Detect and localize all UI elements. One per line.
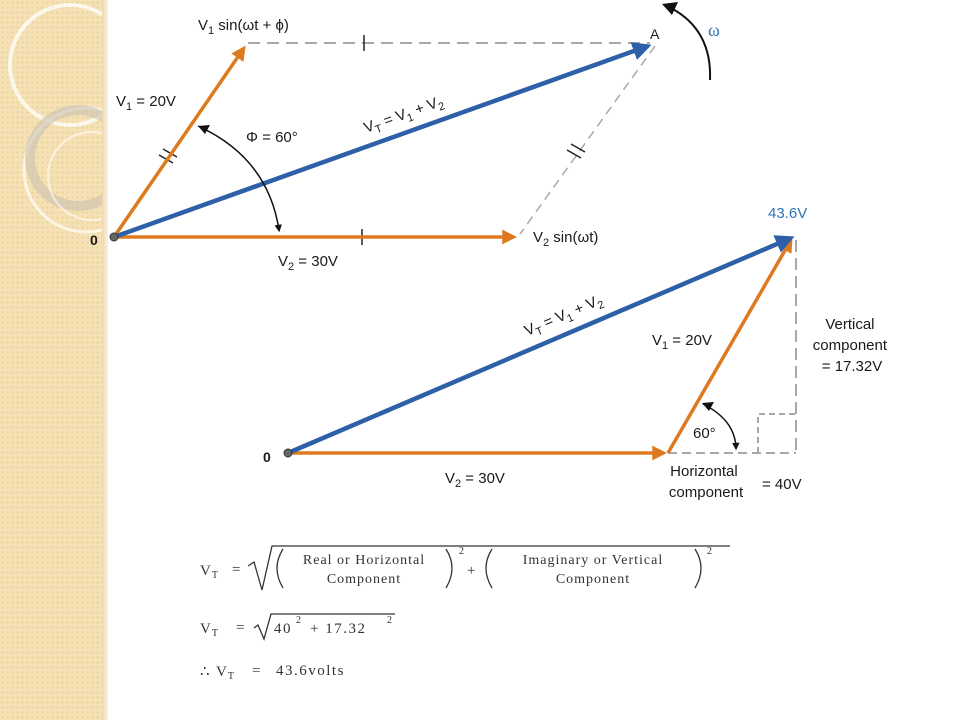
bottom-v1-vector	[666, 237, 793, 454]
f1-paren-left-1	[276, 548, 284, 589]
f1-exponent-2: 2	[707, 546, 712, 557]
right-angle-marker	[757, 413, 796, 453]
sidebar-circles-decoration	[8, 3, 106, 234]
bottom-origin-dot	[283, 448, 293, 458]
f1-paren-right-1	[445, 548, 453, 589]
bottom-angle-label: 60°	[693, 425, 716, 442]
top-v1-vector	[112, 45, 246, 238]
f2-value-a: 40	[274, 621, 292, 637]
f1-term2-line1: Imaginary or Vertical	[523, 553, 663, 568]
top-v1-sin-label: V1 sin(ωt + ϕ)	[198, 17, 289, 37]
f1-paren-left-2	[485, 548, 493, 589]
formula-block: VT = Real or Horizontal Component 2 + Im…	[200, 545, 730, 682]
f3-equals: =	[252, 663, 260, 679]
f2-lhs: VT	[200, 621, 219, 639]
bottom-v1-magnitude-label: V1 = 20V	[652, 332, 712, 352]
f1-equals: =	[232, 562, 240, 578]
formula-pythagoras-words: VT = Real or Horizontal Component 2 + Im…	[200, 545, 730, 591]
f1-radical-sign	[247, 545, 730, 591]
f2-exponent-b: 2	[387, 615, 392, 626]
omega-label: ω	[708, 20, 720, 40]
top-tick-right-b	[570, 143, 586, 153]
top-origin-dot	[109, 232, 119, 242]
f1-exponent-1: 2	[459, 546, 464, 557]
f2-equals: =	[236, 620, 244, 636]
top-tick-right-a	[566, 149, 582, 159]
omega-arrowhead	[662, 2, 678, 15]
f2-value-b: + 17.32	[310, 621, 366, 637]
top-phi-arc-start-head	[198, 125, 210, 134]
f3-lhs: VT	[216, 664, 235, 682]
top-point-a-label: A	[650, 26, 660, 42]
formula-result: ∴ VT = 43.6volts	[200, 663, 345, 682]
horizontal-component-value: = 40V	[762, 476, 802, 493]
top-dashed-right-side	[519, 45, 656, 235]
bottom-angle-arc-start-head	[702, 402, 714, 411]
top-v2-magnitude-label: V2 = 30V	[278, 253, 338, 273]
top-phi-label: Φ = 60°	[246, 129, 298, 146]
top-origin-label: 0	[90, 232, 98, 248]
sidebar-edge	[102, 0, 108, 720]
omega-rotation-arc	[670, 7, 712, 81]
bottom-vt-label: VT = V1 + V2	[522, 291, 606, 342]
f2-exponent-a: 2	[296, 615, 301, 626]
f1-lhs: VT	[200, 563, 219, 581]
f1-plus: +	[467, 563, 475, 579]
bottom-vt-vector	[287, 235, 795, 456]
vertical-component-label: Vertical component = 17.32V	[813, 316, 891, 375]
f1-term1-line1: Real or Horizontal	[303, 553, 425, 568]
horizontal-component-label: Horizontal component	[669, 463, 744, 501]
top-v1-magnitude-label: V1 = 20V	[116, 93, 176, 113]
bottom-v2-magnitude-label: V2 = 30V	[445, 470, 505, 490]
f1-term2-line2: Component	[556, 572, 630, 587]
formula-pythagoras-values: VT = 40 2 + 17.32 2	[200, 613, 395, 641]
bottom-phasor-diagram: 0 43.6V VT = V1 + V2 V1 = 20V 60° V2 = 3…	[263, 205, 891, 501]
top-phasor-diagram: 0 A ω V1 sin(ωt + ϕ) V1 = 20V Φ = 60° VT…	[90, 2, 720, 273]
top-phi-arc	[197, 125, 282, 233]
decorative-sidebar	[0, 0, 106, 720]
resultant-value-label: 43.6V	[768, 205, 807, 222]
f3-therefore-symbol: ∴	[200, 664, 210, 680]
top-vt-vector	[113, 42, 652, 240]
top-v2-sin-label: V2 sin(ωt)	[533, 229, 598, 249]
bottom-origin-label: 0	[263, 449, 271, 465]
f1-paren-right-2	[694, 548, 702, 589]
f1-term1-line2: Component	[327, 572, 401, 587]
f2-radical-sign	[253, 613, 395, 641]
f3-result: 43.6volts	[276, 663, 345, 679]
